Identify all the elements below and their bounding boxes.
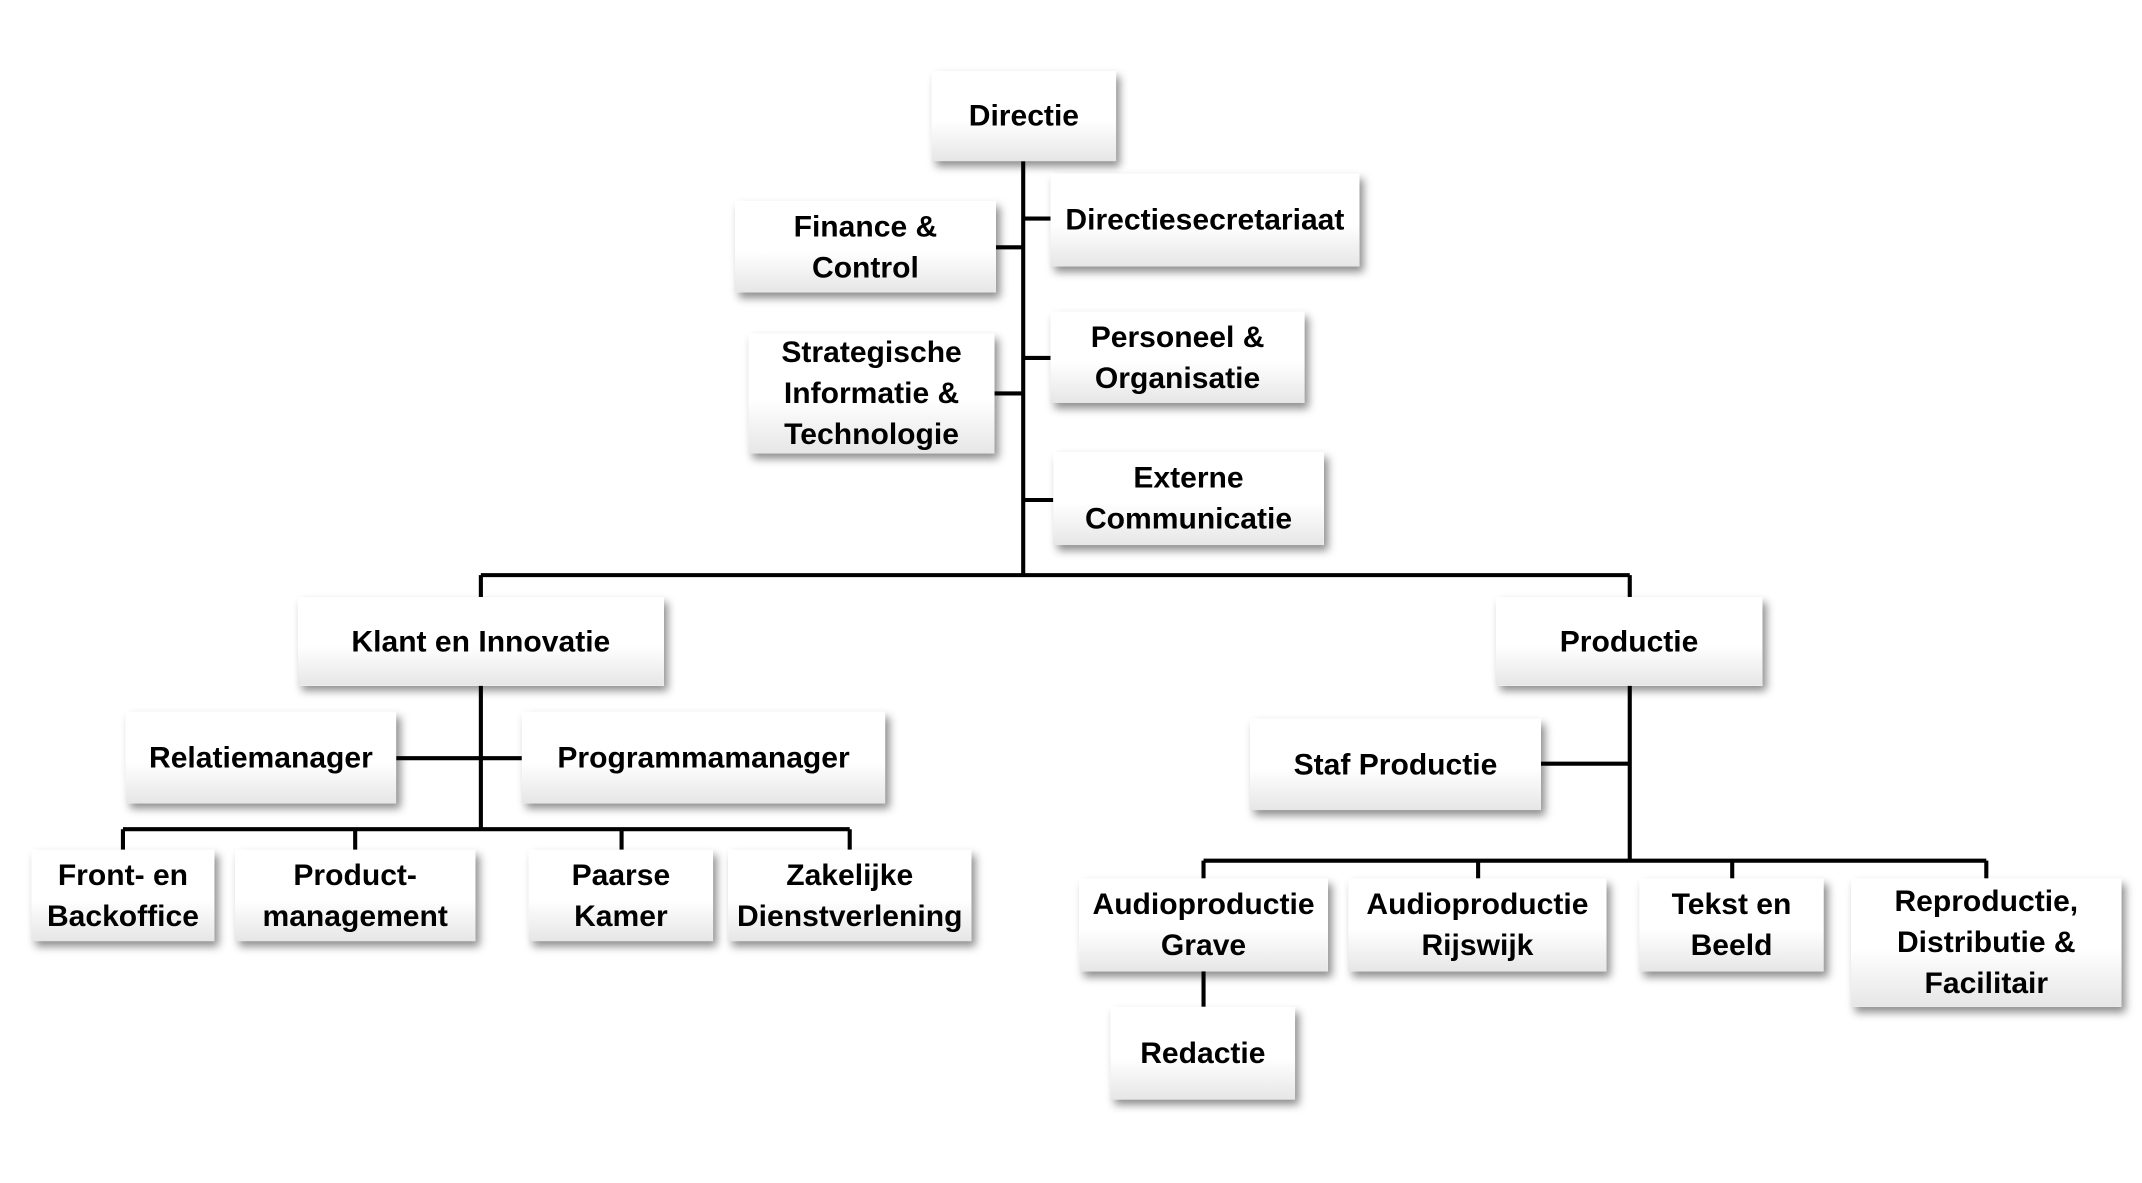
node-finance-control: Finance & Control xyxy=(734,200,996,293)
node-productie: Productie xyxy=(1495,596,1763,686)
node-redactie: Redactie xyxy=(1110,1006,1296,1100)
node-audioproductie-rijswijk: Audioproductie Rijswijk xyxy=(1348,878,1607,972)
connector xyxy=(1201,685,1989,879)
node-paarse-kamer: Paarse Kamer xyxy=(528,849,714,942)
connector xyxy=(994,216,1054,503)
node-tekst-beeld: Tekst en Beeld xyxy=(1639,878,1824,972)
node-personeel-organisatie: Personeel & Organisatie xyxy=(1050,311,1305,403)
node-strategische-informatie: Strategische Informatie & Technologie xyxy=(748,333,995,454)
node-directie: Directie xyxy=(931,71,1117,162)
node-productmanagement: Product- management xyxy=(234,849,476,942)
node-directiesecretariaat: Directiesecretariaat xyxy=(1050,173,1360,267)
connector xyxy=(120,685,852,850)
node-staf-productie: Staf Productie xyxy=(1249,718,1541,811)
node-reproductie-distributie-facilitair: Reproductie, Distributie & Facilitair xyxy=(1851,878,2122,1007)
node-klant-innovatie: Klant en Innovatie xyxy=(297,596,664,686)
node-front-backoffice: Front- en Backoffice xyxy=(31,849,215,942)
node-zakelijke-dienstverlening: Zakelijke Dienstverlening xyxy=(728,849,972,942)
node-programmamanager: Programmamanager xyxy=(521,711,886,804)
node-externe-communicatie: Externe Communicatie xyxy=(1053,452,1324,546)
connector xyxy=(478,573,1632,597)
node-audioproductie-grave: Audioproductie Grave xyxy=(1079,878,1328,972)
node-relatiemanager: Relatiemanager xyxy=(125,711,397,804)
